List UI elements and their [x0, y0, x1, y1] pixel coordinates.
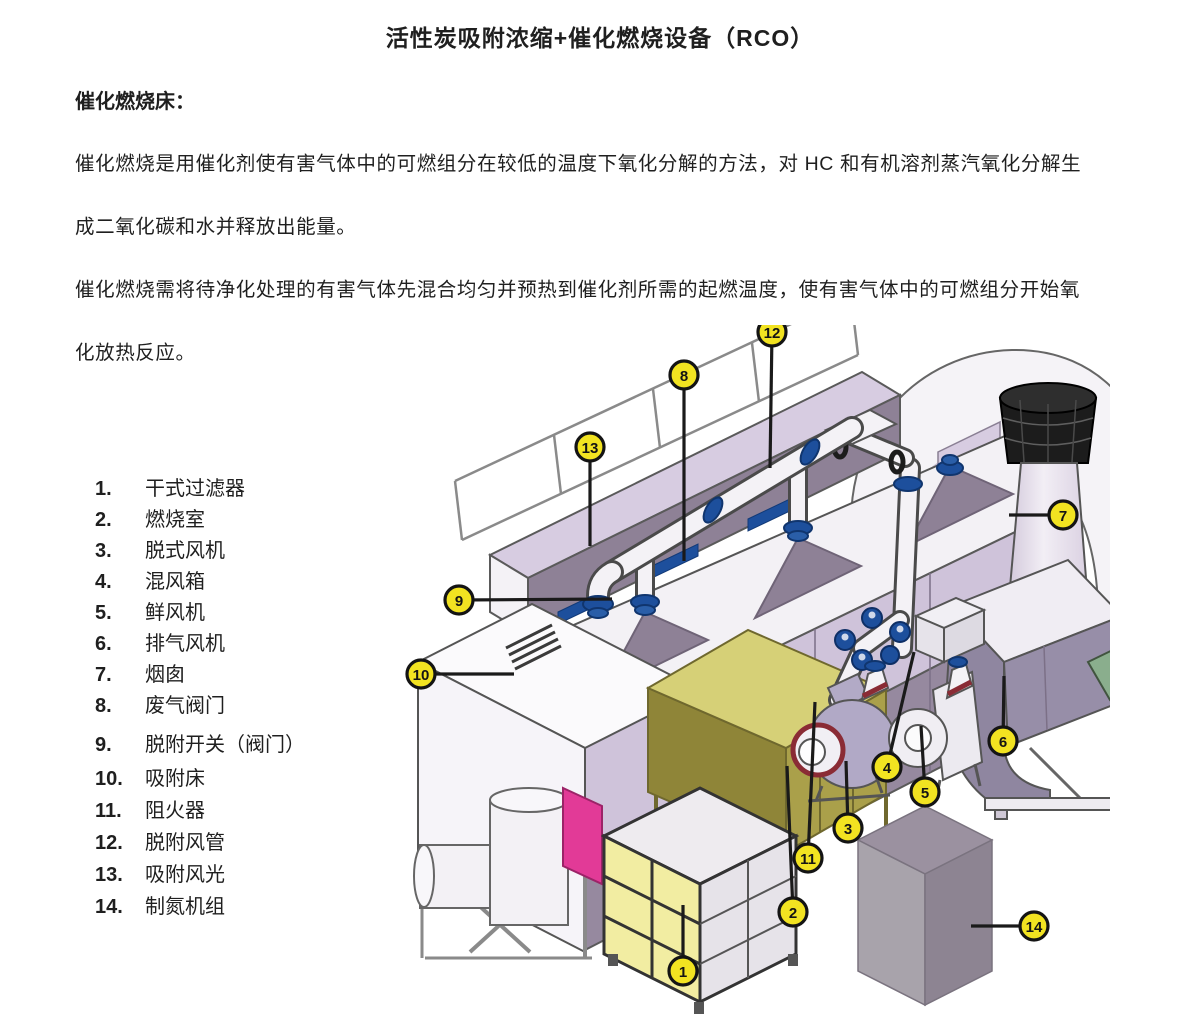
svg-text:5: 5 — [921, 785, 929, 802]
page-title: 活性炭吸附浓缩+催化燃烧设备（RCO） — [385, 25, 815, 51]
list-item: 4. 混风箱 — [95, 572, 395, 592]
callout-2: 2 — [777, 765, 809, 928]
paragraph-line: 成二氧化碳和水并释放出能量。 — [75, 216, 357, 238]
paragraph-line: 化放热反应。 — [75, 342, 196, 364]
callout-3: 3 — [832, 760, 864, 844]
pink-panel — [562, 786, 603, 886]
svg-text:14: 14 — [1026, 919, 1043, 936]
svg-text:6: 6 — [999, 734, 1007, 751]
callout-14: 14 — [971, 910, 1050, 942]
list-item: 11. 阻火器 — [95, 801, 395, 821]
item-number: 3. — [95, 540, 112, 562]
roof-grille — [505, 623, 562, 671]
parts-list: 1.干式过滤器 2.燃烧室 3.脱式风机 4.混风箱 5.鲜风机 6.排气风机 … — [95, 479, 395, 929]
fan-motor-green — [1086, 650, 1110, 702]
equipment-diagram: 1 2 3 4 5 6 7 8 9 10 11 12 13 14 — [405, 325, 1110, 1014]
round-duct — [413, 787, 569, 926]
item-label: 吸附风光 — [145, 864, 225, 886]
callout-9: 9 — [443, 584, 613, 616]
item-label: 吸附床 — [145, 768, 205, 790]
item-number: 6. — [95, 633, 112, 655]
callout-7: 7 — [1009, 499, 1079, 531]
svg-text:9: 9 — [455, 593, 463, 610]
svg-text:3: 3 — [844, 821, 852, 838]
item-label: 脱附风管 — [145, 832, 225, 854]
callout-4: 4 — [871, 651, 916, 783]
item-number: 13. — [95, 864, 123, 886]
desorption-fan — [790, 660, 897, 803]
list-item: 8. 废气阀门 — [95, 696, 395, 716]
svg-text:4: 4 — [883, 760, 892, 777]
list-item: 14. 制氮机组 — [95, 897, 395, 917]
item-label: 排气风机 — [145, 633, 225, 655]
dry-filter-rack — [600, 786, 800, 1014]
list-item: 13. 吸附风光 — [95, 865, 395, 885]
nitrogen-unit-box — [856, 805, 994, 1007]
svg-text:12: 12 — [764, 325, 781, 342]
item-number: 8. — [95, 695, 112, 717]
item-label: 烟囱 — [145, 664, 185, 686]
item-number: 14. — [95, 896, 123, 918]
item-label: 鲜风机 — [145, 602, 205, 624]
item-number: 11. — [95, 800, 122, 822]
list-item: 9. 脱附开关（阀门） — [95, 735, 395, 755]
item-number: 1. — [95, 478, 112, 500]
svg-text:8: 8 — [680, 368, 688, 385]
list-item: 1. 干式过滤器 — [95, 479, 395, 499]
svg-text:1: 1 — [679, 964, 687, 981]
list-item: 12. 脱附风管 — [95, 833, 395, 853]
item-label: 干式过滤器 — [145, 478, 245, 500]
paragraph-line: 催化燃烧是用催化剂使有害气体中的可燃组分在较低的温度下氧化分解的方法，对 HC … — [75, 153, 1082, 175]
item-number: 10. — [95, 768, 123, 790]
callout-12: 12 — [756, 325, 788, 469]
list-item: 5. 鲜风机 — [95, 603, 395, 623]
item-number: 4. — [95, 571, 112, 593]
item-number: 12. — [95, 832, 123, 854]
list-item: 7. 烟囱 — [95, 665, 395, 685]
list-item: 6. 排气风机 — [95, 634, 395, 654]
callouts: 1 2 3 4 5 6 7 8 9 10 11 12 13 14 — [405, 325, 1079, 987]
item-number: 5. — [95, 602, 112, 624]
paragraph-line: 催化燃烧需将待净化处理的有害气体先混合均匀并预热到催化剂所需的起燃温度，使有害气… — [75, 279, 1081, 301]
item-number: 7. — [95, 664, 112, 686]
callout-10: 10 — [405, 658, 514, 690]
item-label: 脱式风机 — [145, 540, 225, 562]
svg-text:2: 2 — [789, 905, 797, 922]
item-number: 9. — [95, 734, 112, 756]
callout-11: 11 — [792, 701, 824, 874]
list-item: 3. 脱式风机 — [95, 541, 395, 561]
section-heading: 催化燃烧床： — [75, 91, 195, 113]
desorption-valves — [582, 438, 964, 619]
item-label: 阻火器 — [145, 800, 205, 822]
callout-13: 13 — [574, 431, 606, 546]
item-label: 脱附开关（阀门） — [145, 734, 305, 756]
item-label: 燃烧室 — [145, 509, 205, 531]
svg-text:11: 11 — [800, 851, 816, 868]
callout-8: 8 — [668, 359, 700, 561]
callout-1: 1 — [667, 905, 699, 987]
list-item: 2. 燃烧室 — [95, 510, 395, 530]
callout-5: 5 — [909, 725, 941, 808]
svg-text:7: 7 — [1059, 508, 1067, 525]
list-item: 10. 吸附床 — [95, 769, 395, 789]
item-label: 制氮机组 — [145, 896, 225, 918]
svg-text:13: 13 — [582, 440, 599, 457]
callout-6: 6 — [987, 675, 1019, 757]
item-label: 混风箱 — [145, 571, 205, 593]
item-label: 废气阀门 — [145, 695, 225, 717]
item-number: 2. — [95, 509, 112, 531]
svg-text:10: 10 — [413, 667, 430, 684]
